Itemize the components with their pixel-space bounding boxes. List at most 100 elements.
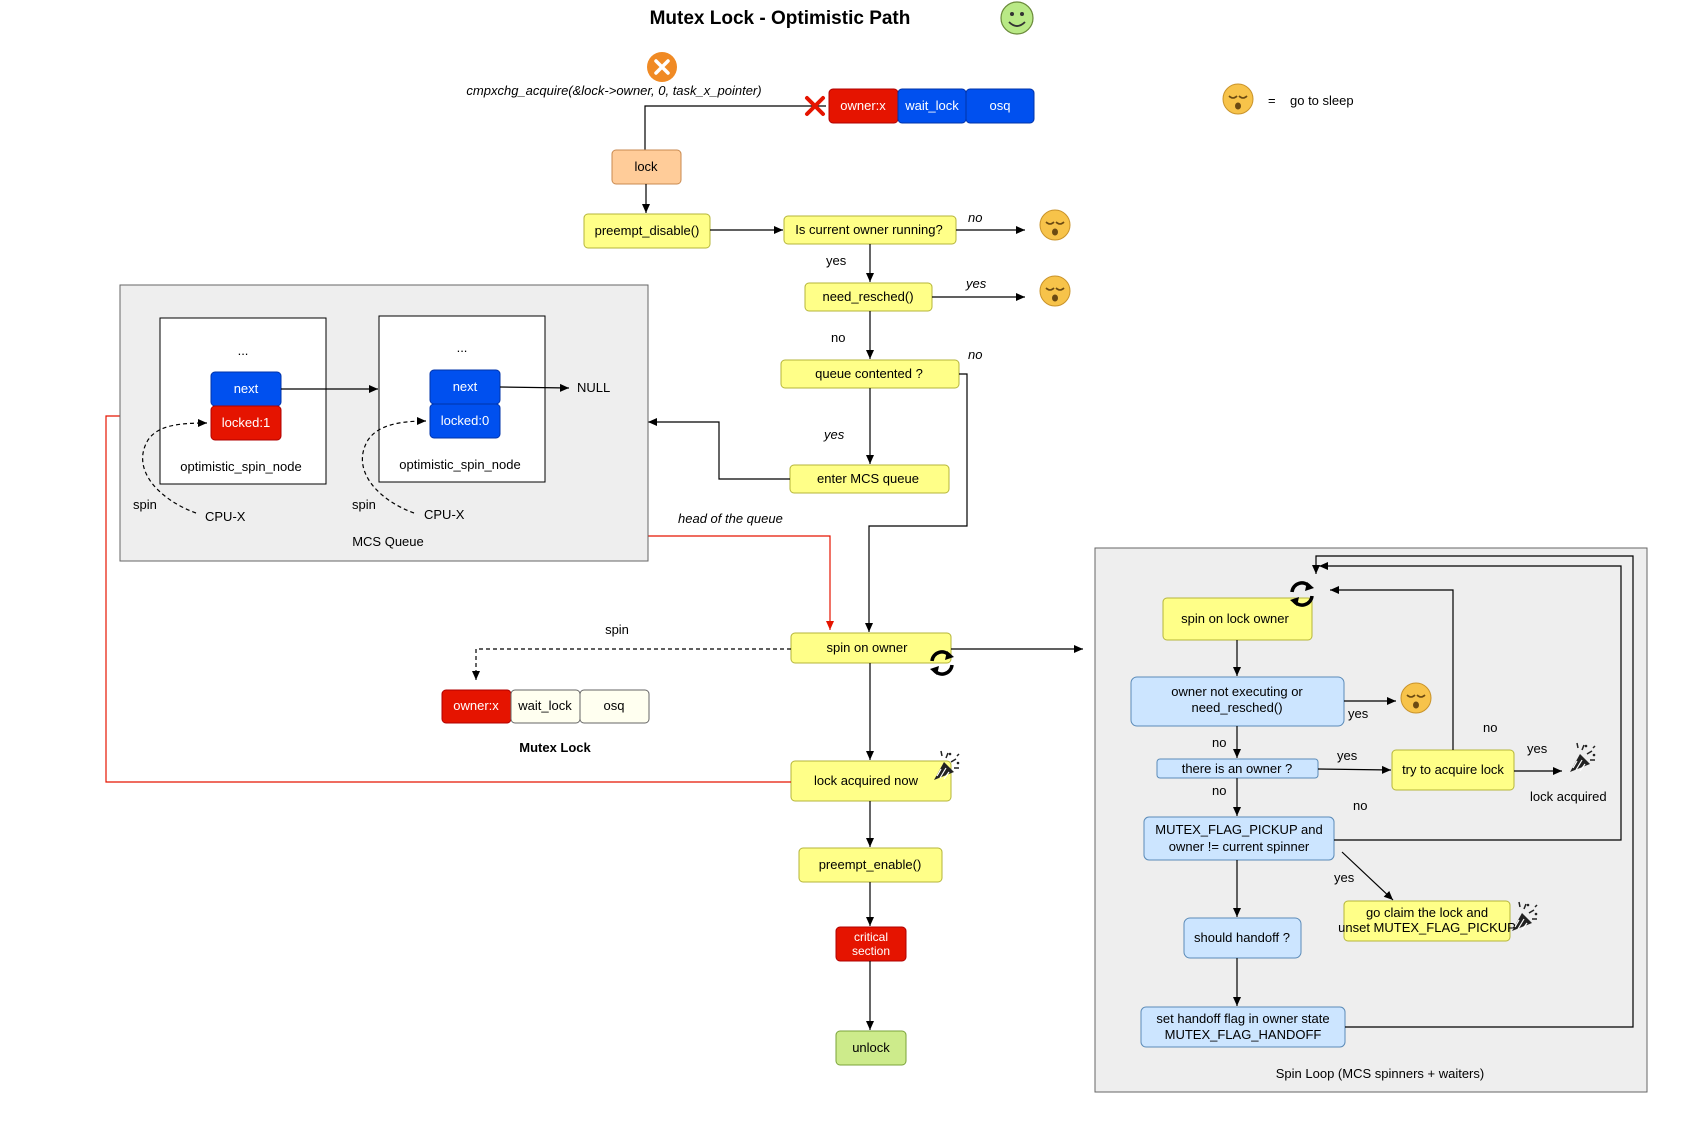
spin-on-lock-owner-label: spin on lock owner — [1181, 611, 1289, 626]
node2-locked-label: locked:0 — [441, 413, 489, 428]
node2-cpu: CPU-X — [424, 507, 465, 522]
set-handoff-line2: MUTEX_FLAG_HANDOFF — [1165, 1027, 1322, 1042]
arrow-handoff-loop-back — [1312, 555, 1634, 1028]
wait-lock-bottom-label: wait_lock — [517, 698, 572, 713]
critical-section-box — [835, 926, 907, 962]
sleep-face-icon — [1039, 275, 1071, 307]
osq-bottom-label: osq — [604, 698, 625, 713]
arrow-try-loop-back — [1330, 586, 1454, 750]
try-acquire-label: try to acquire lock — [1402, 762, 1504, 777]
need-resched-label: need_resched() — [822, 289, 913, 304]
owner-running-label: Is current owner running? — [795, 222, 942, 237]
sleep-face-icon — [1400, 682, 1432, 714]
mutex-lock-title: Mutex Lock — [519, 740, 591, 755]
lbl-no-b: no — [1212, 783, 1226, 798]
lbl-no-2: no — [831, 330, 845, 345]
lbl-yes-2: yes — [965, 276, 987, 291]
owner-x-bottom-label: owner:x — [453, 698, 499, 713]
lbl-yes-a: yes — [1348, 706, 1369, 721]
lbl-yes-3: yes — [823, 427, 845, 442]
owner-x-top-label: owner:x — [840, 98, 886, 113]
arrow-pickup-loop-back — [1319, 562, 1622, 841]
spin-on-owner-box — [790, 632, 952, 664]
lbl-yes-c: yes — [1527, 741, 1548, 756]
arrow-spin-to-mutex — [472, 648, 791, 680]
node1-label: optimistic_spin_node — [180, 459, 301, 474]
lock-label: lock — [634, 159, 658, 174]
preempt-disable-box — [583, 213, 711, 249]
preempt-enable-label: preempt_enable() — [819, 857, 922, 872]
node1-next-label: next — [234, 381, 259, 396]
legend-text: go to sleep — [1290, 93, 1354, 108]
node1-spin-arrow — [142, 419, 208, 514]
node1-cpu: CPU-X — [205, 509, 246, 524]
sleep-face-icon — [1222, 83, 1254, 115]
lbl-yes-1: yes — [826, 253, 847, 268]
sleep-face-icon — [1039, 209, 1071, 241]
arrow-pickup-claim — [1341, 851, 1394, 901]
lbl-no-d: no — [1353, 798, 1367, 813]
go-claim-line1: go claim the lock and — [1366, 905, 1488, 920]
node2-to-null-arrow — [499, 383, 570, 392]
node2-dots: ... — [457, 340, 468, 355]
arrow-queue-spin — [865, 373, 968, 632]
unlock-box — [835, 1030, 907, 1066]
spin-loop-title: Spin Loop (MCS spinners + waiters) — [1276, 1066, 1484, 1081]
wait-lock-top-label: wait_lock — [904, 98, 959, 113]
node1-locked-label: locked:1 — [222, 415, 270, 430]
unlock-label: unlock — [852, 1040, 890, 1055]
osq-top — [965, 88, 1035, 124]
arrow-head-to-spin — [648, 535, 834, 630]
spin-label: spin — [605, 622, 629, 637]
owner-not-exec-line2: need_resched() — [1191, 700, 1282, 715]
critical-section-label-2: section — [852, 944, 890, 958]
lbl-no-a: no — [1212, 735, 1226, 750]
set-handoff-line1: set handoff flag in owner state — [1156, 1011, 1329, 1026]
node2-locked — [429, 403, 501, 439]
null-label: NULL — [577, 380, 610, 395]
node1-dots: ... — [238, 343, 249, 358]
owner-not-exec-line1: owner not executing or — [1171, 684, 1303, 699]
preempt-disable-label: preempt_disable() — [595, 223, 700, 238]
go-claim-box — [1343, 900, 1511, 942]
legend-equals: = — [1268, 93, 1276, 108]
go-claim-line2: unset MUTEX_FLAG_PICKUP — [1338, 920, 1516, 935]
there-is-owner-label: there is an owner ? — [1182, 761, 1293, 776]
arrow-mcs-to-queue — [648, 418, 790, 480]
diagram-title: Mutex Lock - Optimistic Path — [650, 8, 911, 29]
lbl-yes-d: yes — [1334, 870, 1355, 885]
node1-locked — [210, 405, 282, 441]
enter-mcs-label: enter MCS queue — [817, 471, 919, 486]
flag-pickup-box — [1143, 816, 1335, 861]
node2-label: optimistic_spin_node — [399, 457, 520, 472]
smile-icon — [1000, 1, 1034, 35]
red-x-icon — [805, 96, 825, 116]
node2-spin-arrow — [361, 417, 427, 514]
lock-acquired-now-box — [790, 760, 952, 802]
cmpxchg-label: cmpxchg_acquire(&lock->owner, 0, task_x_… — [466, 83, 761, 98]
queue-contented-label: queue contented ? — [815, 366, 923, 381]
critical-section-label-1: critical — [854, 930, 888, 944]
head-of-queue-label: head of the queue — [678, 511, 783, 526]
lock-acquired-now-label: lock acquired now — [814, 773, 919, 788]
lbl-no-3: no — [968, 347, 982, 362]
lbl-yes-b: yes — [1337, 748, 1358, 763]
node2-next-label: next — [453, 379, 478, 394]
node2-spin: spin — [352, 497, 376, 512]
spin-on-owner-label: spin on owner — [827, 640, 909, 655]
arrow-owner-tryacquire — [1317, 765, 1392, 774]
should-handoff-label: should handoff ? — [1194, 930, 1290, 945]
should-handoff-box — [1183, 917, 1302, 959]
lbl-no-c: no — [1483, 720, 1497, 735]
lock-acquired-label: lock acquired — [1530, 789, 1607, 804]
fail-badge-icon — [647, 52, 677, 82]
connector-lock-to-owner — [644, 105, 826, 150]
mcs-queue-title: MCS Queue — [352, 534, 424, 549]
osq-bottom — [579, 689, 650, 724]
flag-pickup-line2: owner != current spinner — [1169, 839, 1310, 854]
osq-top-label: osq — [990, 98, 1011, 113]
node1-spin: spin — [133, 497, 157, 512]
lbl-no-1: no — [968, 210, 982, 225]
flag-pickup-line1: MUTEX_FLAG_PICKUP and — [1155, 822, 1322, 837]
